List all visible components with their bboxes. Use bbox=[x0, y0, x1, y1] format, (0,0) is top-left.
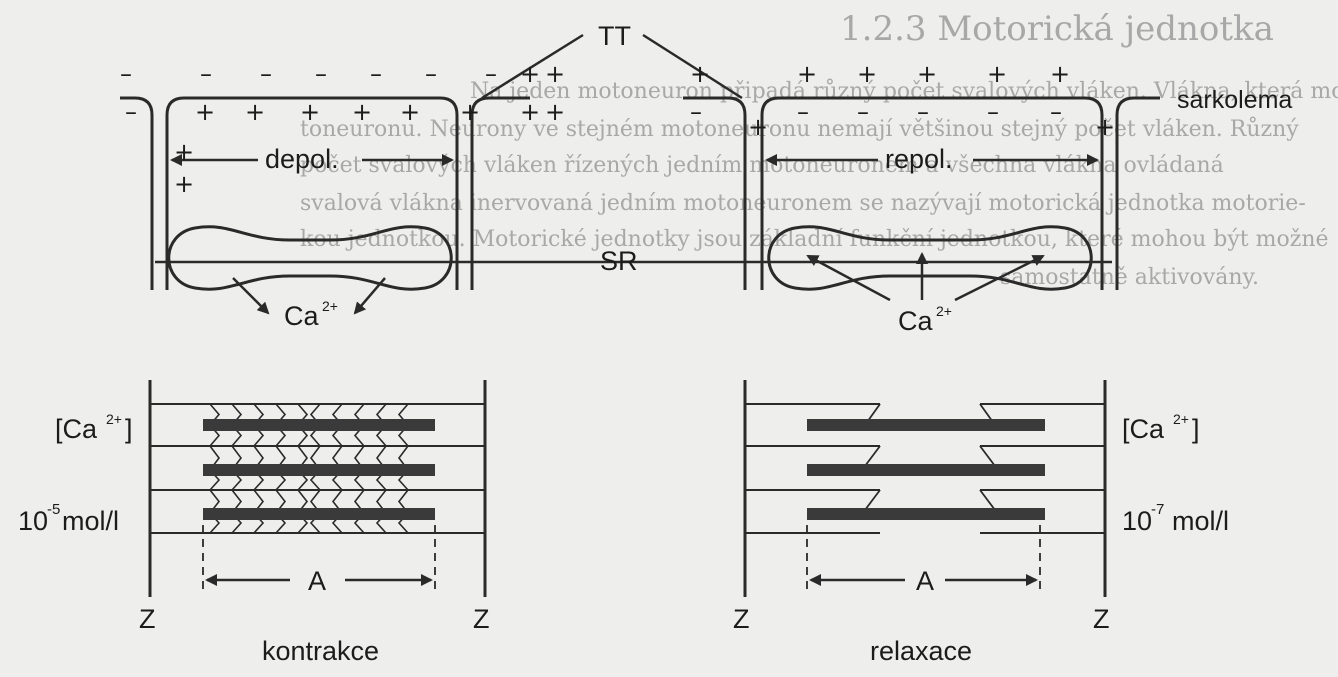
plus-sign-inner-1: + bbox=[245, 98, 265, 126]
thick-filament-4 bbox=[807, 419, 1045, 431]
ca-release-arrow-1 bbox=[232, 277, 270, 315]
plus-sign-side-2: + bbox=[174, 170, 194, 198]
sr-cisterna-left bbox=[167, 225, 453, 291]
bg-line-4: svalová vlákna inervovaná jedním motoneu… bbox=[300, 191, 1306, 216]
z-label-3: Z bbox=[733, 604, 750, 634]
ca-bracket-close-right: ] bbox=[1192, 414, 1200, 444]
ca-label-left: Ca bbox=[284, 301, 319, 331]
plus-sign-side-1: + bbox=[174, 138, 194, 166]
z-label-4: Z bbox=[1093, 604, 1110, 634]
plus-sign-inner-2: + bbox=[300, 98, 320, 126]
sr-cisterna-right bbox=[767, 225, 1093, 291]
plus-sign-inner-5: + bbox=[460, 98, 480, 126]
repol-label: repol. bbox=[885, 144, 953, 174]
plus-sign-tt-bot-0: + bbox=[520, 98, 540, 126]
plus-sign-top-r-5: + bbox=[1050, 60, 1070, 88]
sarcomere-relaxation: A bbox=[743, 380, 1107, 597]
sarcomere-contraction: A bbox=[148, 380, 487, 597]
relax-mark-5 bbox=[979, 489, 996, 511]
muscle-fiber-right bbox=[683, 96, 1160, 290]
ca-bracket-right: [Ca bbox=[1122, 414, 1165, 444]
conc-base-right: 10 bbox=[1122, 506, 1152, 536]
conc-exp-right: -7 bbox=[1151, 501, 1164, 518]
bg-line-6: samostatně aktivovány. bbox=[1000, 265, 1259, 290]
ca-bracket-sup-left: 2+ bbox=[106, 411, 122, 427]
t-tubule-left bbox=[120, 96, 530, 290]
thick-filament-5 bbox=[807, 464, 1045, 476]
ca-uptake-arrow-1 bbox=[806, 254, 891, 302]
thick-filament-2 bbox=[203, 464, 435, 476]
a-band-label-left: A bbox=[308, 566, 326, 596]
plus-sign-inner-0: + bbox=[195, 98, 215, 126]
thick-filament-6 bbox=[807, 508, 1045, 520]
plus-sign-tt-top-0: + bbox=[520, 60, 540, 88]
minus-sign-top-0: – bbox=[120, 60, 132, 88]
minus-sign-tt-left: – bbox=[125, 98, 137, 126]
minus-sign-top-1: – bbox=[200, 60, 212, 88]
ca-uptake-arrow-3 bbox=[954, 254, 1045, 302]
z-label-1: Z bbox=[139, 604, 156, 634]
ca-bracket-close-left: ] bbox=[125, 414, 133, 444]
thick-filament-1 bbox=[203, 419, 435, 431]
minus-sign-inner-r-1: – bbox=[797, 98, 809, 126]
minus-sign-top-3: – bbox=[315, 60, 327, 88]
relax-mark-3 bbox=[979, 445, 996, 467]
minus-sign-inner-r-4: – bbox=[987, 98, 999, 126]
minus-sign-top-4: – bbox=[370, 60, 382, 88]
minus-sign-top-5: – bbox=[425, 60, 437, 88]
relax-mark-4 bbox=[864, 489, 881, 511]
plus-sign-top-r-4: + bbox=[987, 60, 1007, 88]
conc-unit-left: mol/l bbox=[62, 506, 119, 536]
ca-bracket-sup-right: 2+ bbox=[1173, 411, 1189, 427]
a-band-label-right: A bbox=[916, 566, 934, 596]
ca-sup-left: 2+ bbox=[322, 298, 338, 314]
membrane-charges: ––––––––++++++++++++++++++––––––++ bbox=[120, 60, 1115, 198]
tt-pointer-left bbox=[481, 33, 584, 100]
tt-pointer-right bbox=[642, 33, 743, 100]
minus-sign-top-2: – bbox=[260, 60, 272, 88]
plus-sign-top-r-1: + bbox=[797, 60, 817, 88]
conc-base-left: 10 bbox=[18, 506, 48, 536]
plus-sign-top-r-2: + bbox=[857, 60, 877, 88]
ca-label-right: Ca bbox=[898, 306, 933, 336]
depol-label: depol. bbox=[265, 144, 339, 174]
minus-sign-inner-r-0: – bbox=[690, 98, 702, 126]
minus-sign-top-6: – bbox=[485, 60, 497, 88]
ca-sup-right: 2+ bbox=[936, 303, 952, 319]
minus-sign-inner-r-2: – bbox=[857, 98, 869, 126]
conc-exp-left: -5 bbox=[47, 501, 60, 518]
sarkolema-label: sarkolema bbox=[1177, 86, 1292, 114]
plus-sign-top-r-0: + bbox=[690, 60, 710, 88]
plus-sign-inner-3: + bbox=[352, 98, 372, 126]
ca-release-arrow-2 bbox=[353, 277, 386, 315]
plus-sign-tt-bot-1: + bbox=[545, 98, 565, 126]
plus-sign-tt-top-1: + bbox=[545, 60, 565, 88]
relaxace-caption: relaxace bbox=[870, 636, 972, 666]
kontrakce-caption: kontrakce bbox=[262, 636, 379, 666]
bg-line-2: toneuronu. Neurony ve stejném motoneuron… bbox=[300, 115, 1299, 142]
minus-sign-inner-r-3: – bbox=[917, 98, 929, 126]
thick-filament-3 bbox=[203, 508, 435, 520]
plus-sign-side-r-2: + bbox=[1095, 113, 1115, 141]
ca-bracket-left: [Ca bbox=[55, 414, 98, 444]
muscle-fiber-left bbox=[165, 96, 459, 290]
sr-label: SR bbox=[600, 246, 638, 276]
plus-sign-top-r-3: + bbox=[917, 60, 937, 88]
tt-label: TT bbox=[598, 21, 631, 51]
z-label-2: Z bbox=[473, 604, 490, 634]
plus-sign-inner-4: + bbox=[400, 98, 420, 126]
minus-sign-inner-r-5: – bbox=[1050, 98, 1062, 126]
plus-sign-side-r-1: + bbox=[748, 113, 768, 141]
conc-unit-right: mol/l bbox=[1172, 506, 1229, 536]
bg-heading: 1.2.3 Motorická jednotka bbox=[840, 9, 1274, 49]
relax-mark-2 bbox=[864, 445, 881, 467]
